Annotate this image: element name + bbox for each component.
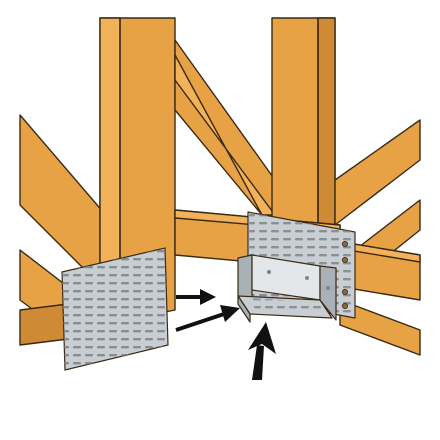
hanger-seat-front [237, 295, 251, 323]
hanger-seat-right-wall [319, 265, 337, 321]
installation-arrows [175, 289, 276, 380]
front-right-chord [339, 299, 421, 356]
right-diagonal-web-upper [334, 119, 421, 226]
right-vertical-post-face [317, 17, 336, 251]
arrow-right-upper [176, 289, 216, 305]
hanger-connector [237, 211, 356, 323]
arrow-right-lower [175, 305, 240, 332]
left-nail-plate [61, 247, 169, 371]
hanger-seat-left-wall [237, 254, 253, 301]
arrow-up [248, 322, 276, 380]
